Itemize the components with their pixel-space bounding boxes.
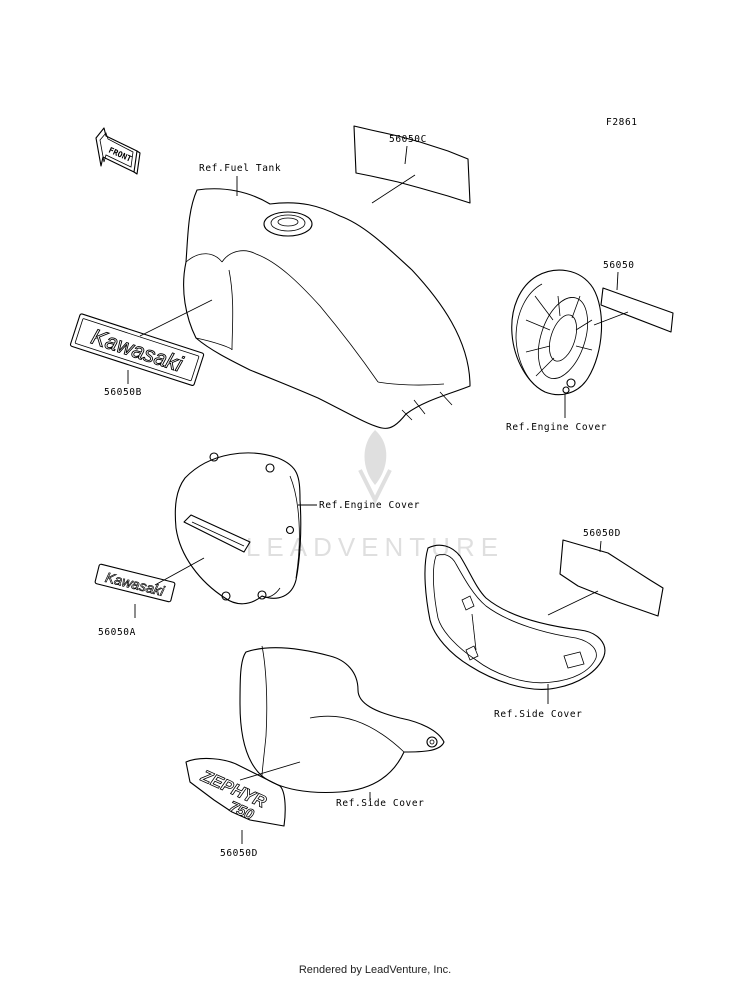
decal-56050d-right [559, 539, 664, 617]
watermark: LEADVENTURE [246, 430, 504, 562]
decal-56050d-zephyr: ZEPHYR 750 [185, 757, 286, 827]
label-ref-engine-cover-right: Ref.Engine Cover [506, 422, 607, 433]
decal-56050 [600, 287, 674, 333]
label-56050: 56050 [603, 260, 635, 271]
label-56050d-right: 56050D [583, 528, 621, 539]
side-cover-left [239, 645, 445, 793]
label-ref-side-cover-right: Ref.Side Cover [494, 709, 582, 720]
label-ref-side-cover-left: Ref.Side Cover [336, 798, 424, 809]
label-ref-engine-cover-left: Ref.Engine Cover [319, 500, 420, 511]
footer-credit: Rendered by LeadVenture, Inc. [298, 964, 452, 976]
decal-56050b: Kawasaki [69, 313, 205, 386]
decal-56050c [353, 125, 471, 204]
engine-cover-right [511, 269, 603, 396]
engine-cover-left [174, 452, 302, 605]
side-cover-right [424, 544, 606, 690]
label-56050d-left: 56050D [220, 848, 258, 859]
fuel-tank [183, 188, 471, 429]
watermark-text: LEADVENTURE [246, 532, 504, 562]
label-56050a: 56050A [98, 627, 136, 638]
kawasaki-text-small: Kawasaki [104, 569, 167, 599]
figure-code: F2861 [606, 117, 638, 128]
label-ref-fuel-tank: Ref.Fuel Tank [199, 163, 281, 174]
decal-56050a: Kawasaki [94, 563, 176, 603]
label-56050c: 56050C [389, 134, 427, 145]
front-arrow-icon: FRONT [95, 127, 141, 175]
label-56050b: 56050B [104, 387, 142, 398]
